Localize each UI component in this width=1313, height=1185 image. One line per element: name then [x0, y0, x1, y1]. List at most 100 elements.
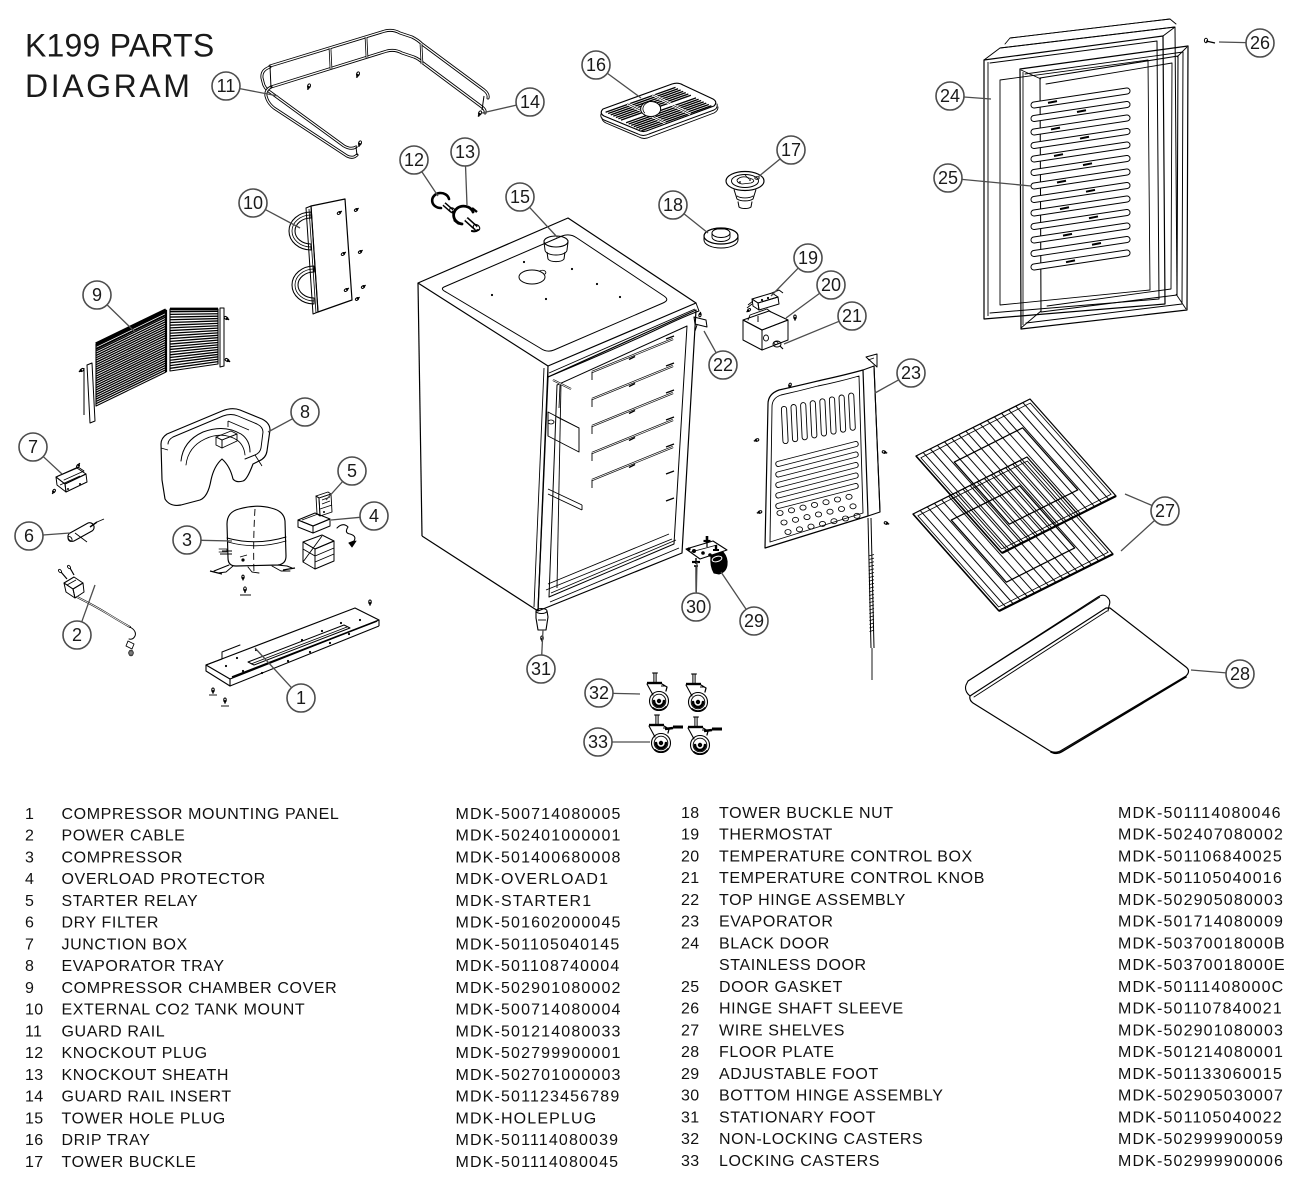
svg-text:BOTTOM HINGE ASSEMBLY: BOTTOM HINGE ASSEMBLY [719, 1088, 944, 1105]
svg-text:MDK-502407080002: MDK-502407080002 [1118, 827, 1284, 844]
svg-text:WIRE SHELVES: WIRE SHELVES [719, 1022, 845, 1039]
svg-text:20: 20 [681, 848, 699, 865]
svg-text:FLOOR PLATE: FLOOR PLATE [719, 1044, 835, 1061]
svg-text:27: 27 [1155, 501, 1175, 521]
svg-text:TOP HINGE ASSEMBLY: TOP HINGE ASSEMBLY [719, 892, 906, 909]
svg-text:MDK-501105040016: MDK-501105040016 [1118, 870, 1283, 887]
svg-text:MDK-500714080004: MDK-500714080004 [456, 1002, 622, 1019]
svg-text:COMPRESSOR: COMPRESSOR [62, 849, 184, 866]
svg-text:19: 19 [798, 248, 818, 268]
svg-text:5: 5 [25, 893, 34, 910]
svg-text:MDK-HOLEPLUG: MDK-HOLEPLUG [456, 1110, 598, 1127]
svg-text:21: 21 [842, 306, 862, 326]
svg-text:TEMPERATURE CONTROL BOX: TEMPERATURE CONTROL BOX [719, 848, 973, 865]
svg-text:MDK-501114080039: MDK-501114080039 [456, 1132, 620, 1149]
svg-text:OVERLOAD PROTECTOR: OVERLOAD PROTECTOR [62, 871, 266, 888]
svg-text:MDK-501108740004: MDK-501108740004 [456, 958, 621, 975]
svg-text:16: 16 [586, 55, 606, 75]
svg-text:MDK-501106840025: MDK-501106840025 [1118, 848, 1283, 865]
svg-text:KNOCKOUT SHEATH: KNOCKOUT SHEATH [62, 1067, 230, 1084]
svg-text:27: 27 [681, 1022, 699, 1039]
svg-text:7: 7 [28, 437, 38, 457]
svg-text:LOCKING CASTERS: LOCKING CASTERS [719, 1153, 880, 1170]
svg-text:K199 PARTS: K199 PARTS [25, 28, 214, 64]
svg-text:MDK-OVERLOAD1: MDK-OVERLOAD1 [456, 871, 610, 888]
svg-text:MDK-500714080005: MDK-500714080005 [456, 806, 622, 823]
svg-text:33: 33 [588, 732, 608, 752]
svg-text:EVAPORATOR: EVAPORATOR [719, 914, 833, 931]
svg-text:MDK-50111408000C: MDK-50111408000C [1118, 979, 1284, 996]
svg-text:15: 15 [510, 187, 530, 207]
svg-text:MDK-501214080001: MDK-501214080001 [1118, 1044, 1284, 1061]
svg-text:STARTER RELAY: STARTER RELAY [62, 893, 199, 910]
svg-text:15: 15 [25, 1110, 43, 1127]
svg-text:4: 4 [25, 871, 34, 888]
svg-text:17: 17 [781, 140, 801, 160]
svg-text:MDK-502999900006: MDK-502999900006 [1118, 1153, 1284, 1170]
svg-text:6: 6 [25, 915, 34, 932]
svg-text:33: 33 [681, 1153, 699, 1170]
svg-text:COMPRESSOR CHAMBER COVER: COMPRESSOR CHAMBER COVER [62, 980, 338, 997]
svg-text:30: 30 [681, 1088, 699, 1105]
svg-text:4: 4 [369, 506, 379, 526]
svg-text:EXTERNAL CO2 TANK MOUNT: EXTERNAL CO2 TANK MOUNT [62, 1002, 306, 1019]
svg-text:GUARD RAIL INSERT: GUARD RAIL INSERT [62, 1089, 232, 1106]
svg-text:29: 29 [681, 1066, 699, 1083]
svg-text:MDK-502999900059: MDK-502999900059 [1118, 1131, 1284, 1148]
svg-text:8: 8 [300, 402, 310, 422]
svg-text:HINGE SHAFT SLEEVE: HINGE SHAFT SLEEVE [719, 1001, 904, 1018]
svg-text:10: 10 [243, 193, 263, 213]
svg-text:28: 28 [1230, 664, 1250, 684]
svg-text:31: 31 [531, 659, 551, 679]
svg-text:25: 25 [681, 979, 699, 996]
svg-text:16: 16 [25, 1132, 43, 1149]
svg-text:STAINLESS DOOR: STAINLESS DOOR [719, 957, 867, 974]
svg-text:KNOCKOUT PLUG: KNOCKOUT PLUG [62, 1045, 208, 1062]
svg-text:DRIP TRAY: DRIP TRAY [62, 1132, 151, 1149]
svg-text:MDK-501114080046: MDK-501114080046 [1118, 805, 1282, 822]
svg-text:10: 10 [25, 1002, 43, 1019]
svg-text:23: 23 [901, 363, 921, 383]
svg-text:2: 2 [25, 828, 34, 845]
svg-text:1: 1 [296, 688, 306, 708]
svg-text:MDK-501133060015: MDK-501133060015 [1118, 1066, 1283, 1083]
svg-text:23: 23 [681, 914, 699, 931]
svg-text:JUNCTION BOX: JUNCTION BOX [62, 936, 188, 953]
svg-text:24: 24 [681, 935, 699, 952]
svg-text:12: 12 [25, 1045, 43, 1062]
svg-text:DRY FILTER: DRY FILTER [62, 915, 160, 932]
svg-text:BLACK DOOR: BLACK DOOR [719, 935, 830, 952]
svg-text:28: 28 [681, 1044, 699, 1061]
svg-text:18: 18 [681, 805, 699, 822]
svg-text:TOWER BUCKLE: TOWER BUCKLE [62, 1154, 197, 1171]
svg-text:MDK-501114080045: MDK-501114080045 [456, 1154, 620, 1171]
svg-text:MDK-501214080033: MDK-501214080033 [456, 1023, 622, 1040]
svg-text:EVAPORATOR TRAY: EVAPORATOR TRAY [62, 958, 225, 975]
svg-text:32: 32 [589, 683, 609, 703]
svg-text:MDK-501123456789: MDK-501123456789 [456, 1089, 621, 1106]
svg-text:18: 18 [663, 195, 683, 215]
svg-text:9: 9 [92, 285, 102, 305]
svg-text:32: 32 [681, 1131, 699, 1148]
svg-text:24: 24 [940, 86, 960, 106]
svg-text:9: 9 [25, 980, 34, 997]
svg-text:DOOR GASKET: DOOR GASKET [719, 979, 843, 996]
svg-text:MDK-501400680008: MDK-501400680008 [456, 849, 622, 866]
svg-text:22: 22 [681, 892, 699, 909]
svg-text:MDK-502901080002: MDK-502901080002 [456, 980, 622, 997]
svg-text:MDK-502401000001: MDK-502401000001 [456, 828, 622, 845]
svg-text:2: 2 [72, 625, 82, 645]
svg-text:POWER CABLE: POWER CABLE [62, 828, 186, 845]
svg-text:21: 21 [681, 870, 699, 887]
svg-text:13: 13 [25, 1067, 43, 1084]
svg-text:MDK-502901080003: MDK-502901080003 [1118, 1022, 1284, 1039]
svg-text:MDK-501602000045: MDK-501602000045 [456, 915, 622, 932]
svg-text:MDK-502799900001: MDK-502799900001 [456, 1045, 622, 1062]
svg-text:MDK-502905080003: MDK-502905080003 [1118, 892, 1284, 909]
svg-text:NON-LOCKING CASTERS: NON-LOCKING CASTERS [719, 1131, 923, 1148]
svg-text:MDK-502701000003: MDK-502701000003 [456, 1067, 622, 1084]
svg-text:STATIONARY FOOT: STATIONARY FOOT [719, 1109, 876, 1126]
svg-text:14: 14 [25, 1089, 43, 1106]
svg-text:MDK-501105040022: MDK-501105040022 [1118, 1109, 1283, 1126]
svg-text:20: 20 [821, 275, 841, 295]
